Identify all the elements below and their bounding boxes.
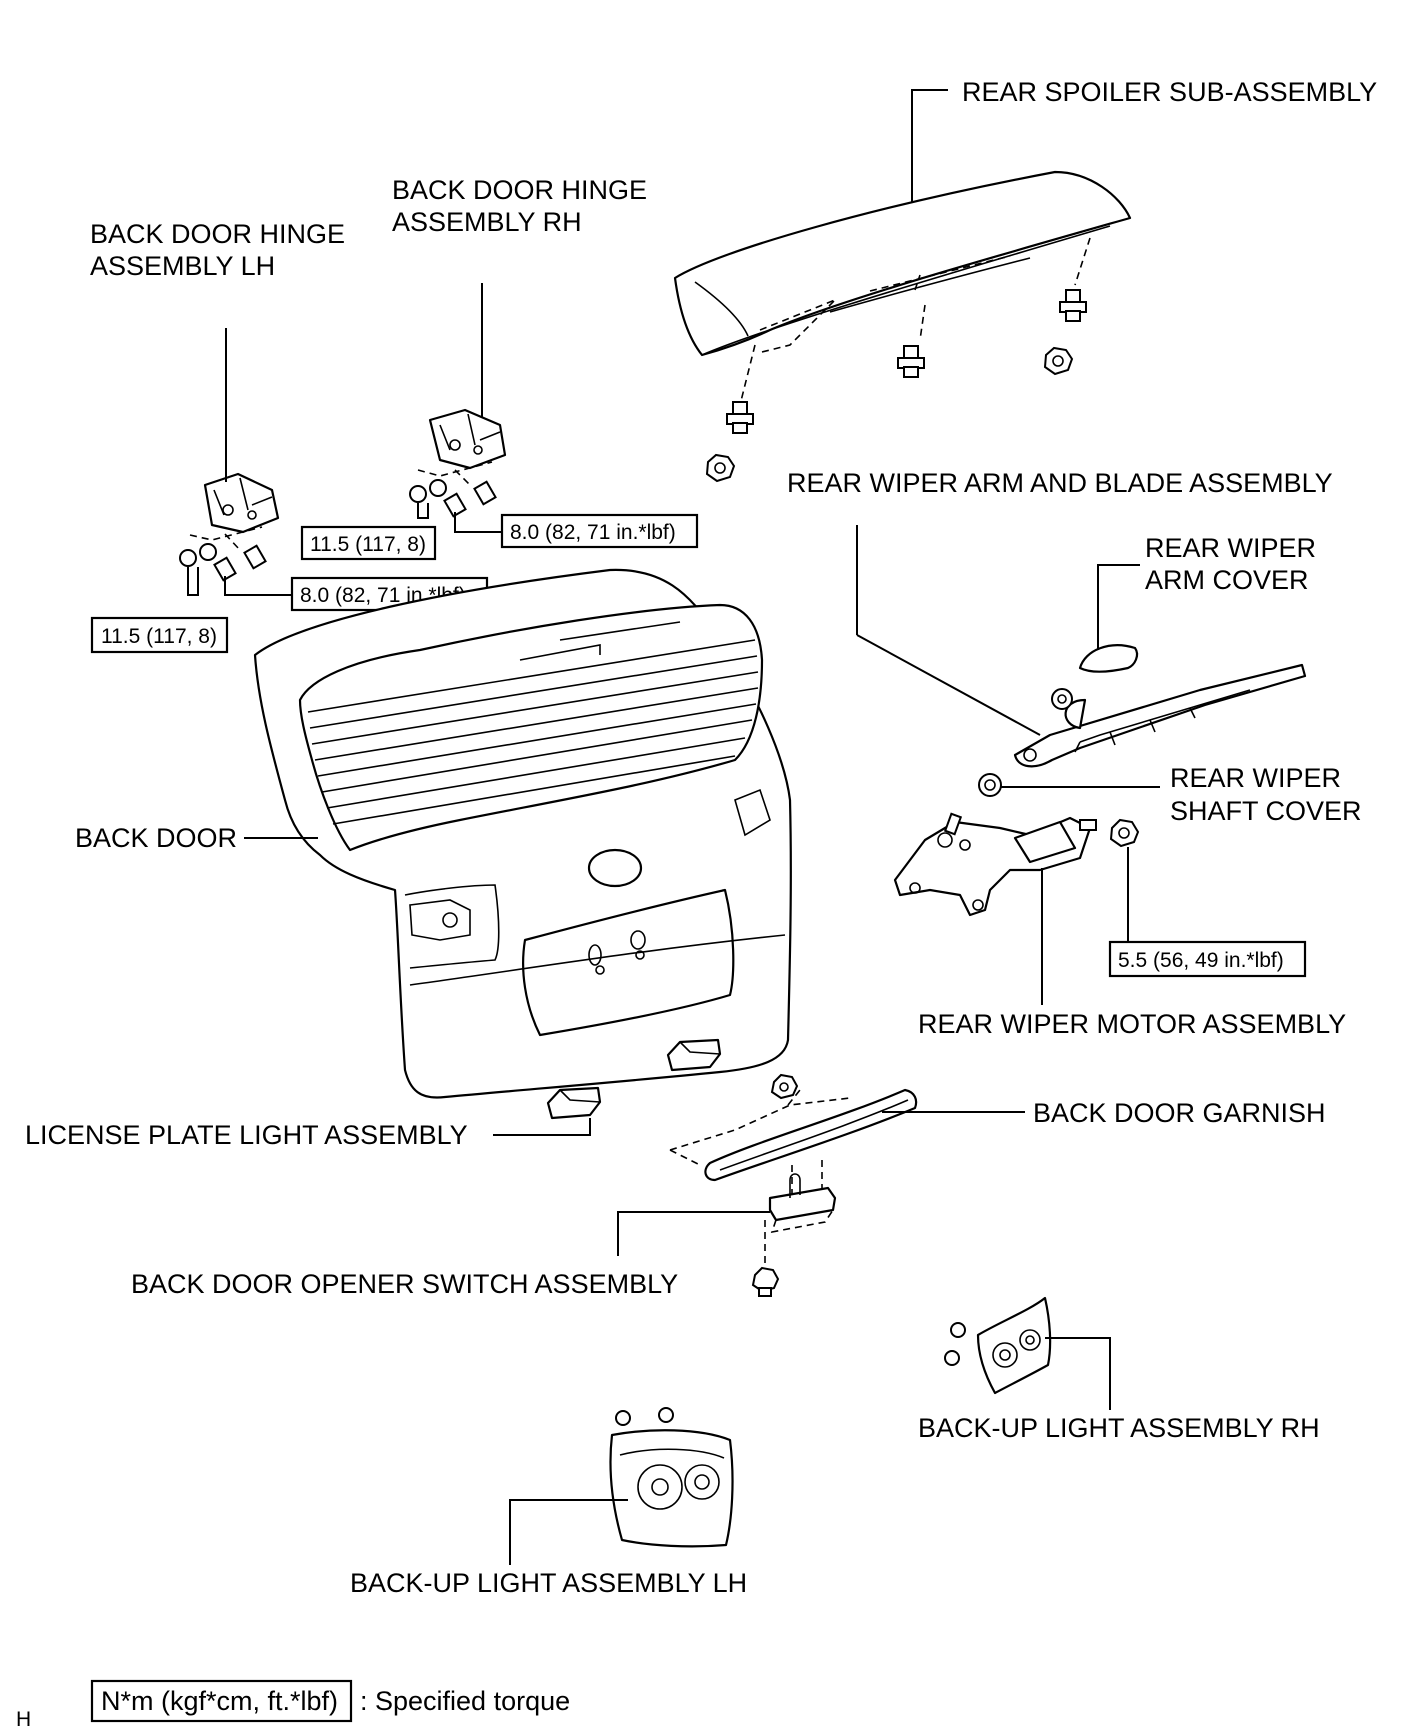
wiper-shaft-cover-label-line2: SHAFT COVER xyxy=(1170,796,1362,826)
wiper-arm-cover-label-line2: ARM COVER xyxy=(1145,565,1309,595)
back-door-opener-switch-illustration xyxy=(764,1173,837,1270)
rear-wiper-arm-cover-illustration xyxy=(1051,644,1139,710)
hinge-rh-nut-leader xyxy=(417,503,429,519)
backup-light-rh-nut-icon xyxy=(944,1322,966,1366)
spoiler-bolt-icon xyxy=(726,289,1087,434)
backup-light-lh-nut-icon xyxy=(615,1407,674,1426)
torque-value: 11.5 (117, 8) xyxy=(101,625,217,648)
opener-switch-label: BACK DOOR OPENER SWITCH ASSEMBLY xyxy=(131,1269,678,1299)
back-door-illustration xyxy=(253,568,792,1099)
hinge-rh-label-line2: ASSEMBLY RH xyxy=(392,207,582,237)
switch-bolt-icon xyxy=(751,1266,780,1297)
back-door-hinge-rh-illustration xyxy=(417,408,507,486)
hinge-lh-bolt-leader xyxy=(224,576,292,596)
garnish-nut-icon xyxy=(770,1073,799,1100)
wiper-arm-blade-leader xyxy=(856,634,1041,736)
wiper-motor-label: REAR WIPER MOTOR ASSEMBLY xyxy=(918,1009,1346,1039)
torque-box xyxy=(1108,940,1307,978)
back-up-light-lh-illustration xyxy=(609,1429,734,1548)
legend-description: : Specified torque xyxy=(360,1686,570,1716)
torque-value: 11.5 (117, 8) xyxy=(310,533,426,556)
rear-spoiler-leader xyxy=(911,89,948,203)
back-up-light-rh-illustration xyxy=(976,1296,1052,1395)
legend-torque-units: N*m (kgf*cm, ft.*lbf) xyxy=(101,1686,338,1716)
spoiler-nut-icon xyxy=(705,346,1074,483)
corner-mark: H xyxy=(16,1708,31,1731)
hinge-rh-bolt-leader xyxy=(454,512,502,533)
backup-light-rh-leader xyxy=(1045,1337,1111,1410)
wiper-arm-cover-leader xyxy=(1097,564,1140,650)
torque-box xyxy=(500,513,699,549)
license-plate-light-illustration xyxy=(546,1038,722,1120)
rear-wiper-shaft-cover-illustration xyxy=(978,773,1002,797)
hinge-lh-label-line1: BACK DOOR HINGE xyxy=(90,219,345,249)
torque-value: 8.0 (82, 71 in.*lbf) xyxy=(510,521,676,544)
hinge-rh-fastener-icon xyxy=(409,479,497,518)
wiper-shaft-cover-label-line1: REAR WIPER xyxy=(1170,763,1341,793)
hinge-lh-nut-leader xyxy=(187,567,199,596)
backup-light-rh-label: BACK-UP LIGHT ASSEMBLY RH xyxy=(918,1413,1320,1443)
back-door-garnish-illustration xyxy=(669,1088,918,1205)
opener-switch-leader xyxy=(617,1211,770,1256)
back-door-hinge-lh-illustration xyxy=(189,472,280,551)
backup-light-lh-label: BACK-UP LIGHT ASSEMBLY LH xyxy=(350,1568,747,1598)
rear-wiper-motor-illustration xyxy=(893,812,1097,917)
wiper-arm-blade-label: REAR WIPER ARM AND BLADE ASSEMBLY xyxy=(787,468,1333,498)
hinge-lh-fastener-icon xyxy=(179,543,267,582)
rear-spoiler-label: REAR SPOILER SUB-ASSEMBLY xyxy=(962,77,1377,107)
hinge-rh-label-line1: BACK DOOR HINGE xyxy=(392,175,647,205)
back-door-label: BACK DOOR xyxy=(75,823,237,853)
torque-box xyxy=(300,525,437,561)
license-light-label: LICENSE PLATE LIGHT ASSEMBLY xyxy=(25,1120,468,1150)
wiper-arm-cover-label-line1: REAR WIPER xyxy=(1145,533,1316,563)
torque-box xyxy=(90,616,229,654)
rear-wiper-arm-blade-illustration xyxy=(1013,663,1307,768)
backup-light-lh-leader xyxy=(509,1499,628,1565)
license-light-leader xyxy=(493,1118,591,1136)
wiper-motor-nut-icon xyxy=(1109,818,1140,848)
legend-torque-box xyxy=(90,1679,353,1723)
back-door-garnish-label: BACK DOOR GARNISH xyxy=(1033,1098,1326,1128)
rear-spoiler-illustration xyxy=(673,170,1132,406)
hinge-lh-label-line2: ASSEMBLY LH xyxy=(90,251,275,281)
torque-value: 5.5 (56, 49 in.*lbf) xyxy=(1118,949,1284,972)
